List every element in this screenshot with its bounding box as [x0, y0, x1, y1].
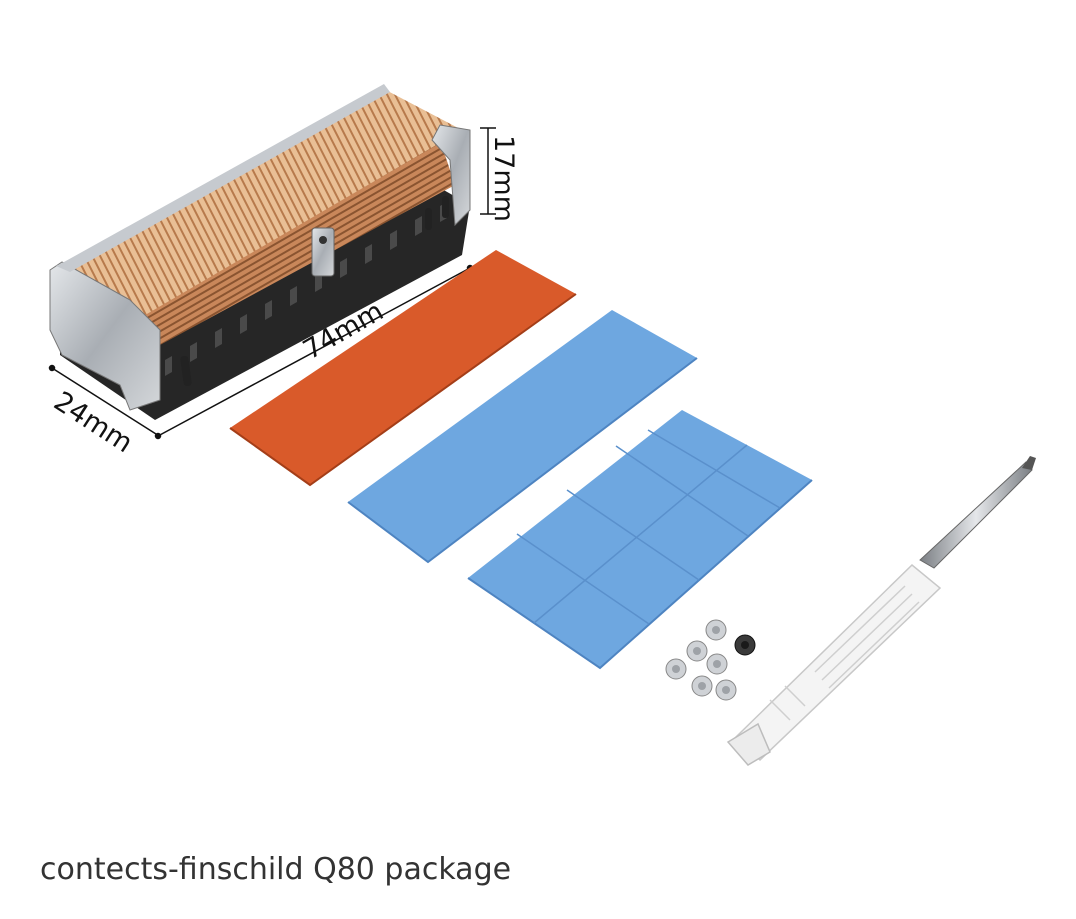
- screw-icon: [715, 679, 737, 701]
- screw-icon: [734, 634, 756, 656]
- screw-icon: [691, 675, 713, 697]
- heatsink-clip: [311, 227, 335, 277]
- heatsink-fin-stack: [60, 88, 462, 318]
- heatsink-frame-right: [431, 124, 471, 227]
- product-photo: 17mm 74mm 24mm: [48, 84, 1036, 766]
- screw-icon: [706, 653, 728, 675]
- heatsink-copper-side: [135, 140, 455, 345]
- caption-text: contects-finschild Q80 package: [40, 852, 512, 887]
- screwdriver-shaft: [919, 461, 1033, 569]
- orange-thermal-pad: [230, 250, 576, 485]
- heatsink-base-teeth: [165, 202, 447, 376]
- screw-icon: [686, 640, 708, 662]
- screws: [665, 619, 756, 701]
- screwdriver-handle: [733, 563, 942, 762]
- screw-icon: [665, 658, 687, 680]
- heatsink-icon: [49, 84, 471, 420]
- screwdriver-icon: [726, 456, 1036, 766]
- height-dimension-label: 17mm: [488, 135, 519, 222]
- screw-icon: [705, 619, 727, 641]
- blue-thermal-pad-large: [348, 310, 697, 562]
- blue-thermal-pad-grid: [467, 410, 813, 670]
- heatsink-frame-left: [49, 261, 161, 411]
